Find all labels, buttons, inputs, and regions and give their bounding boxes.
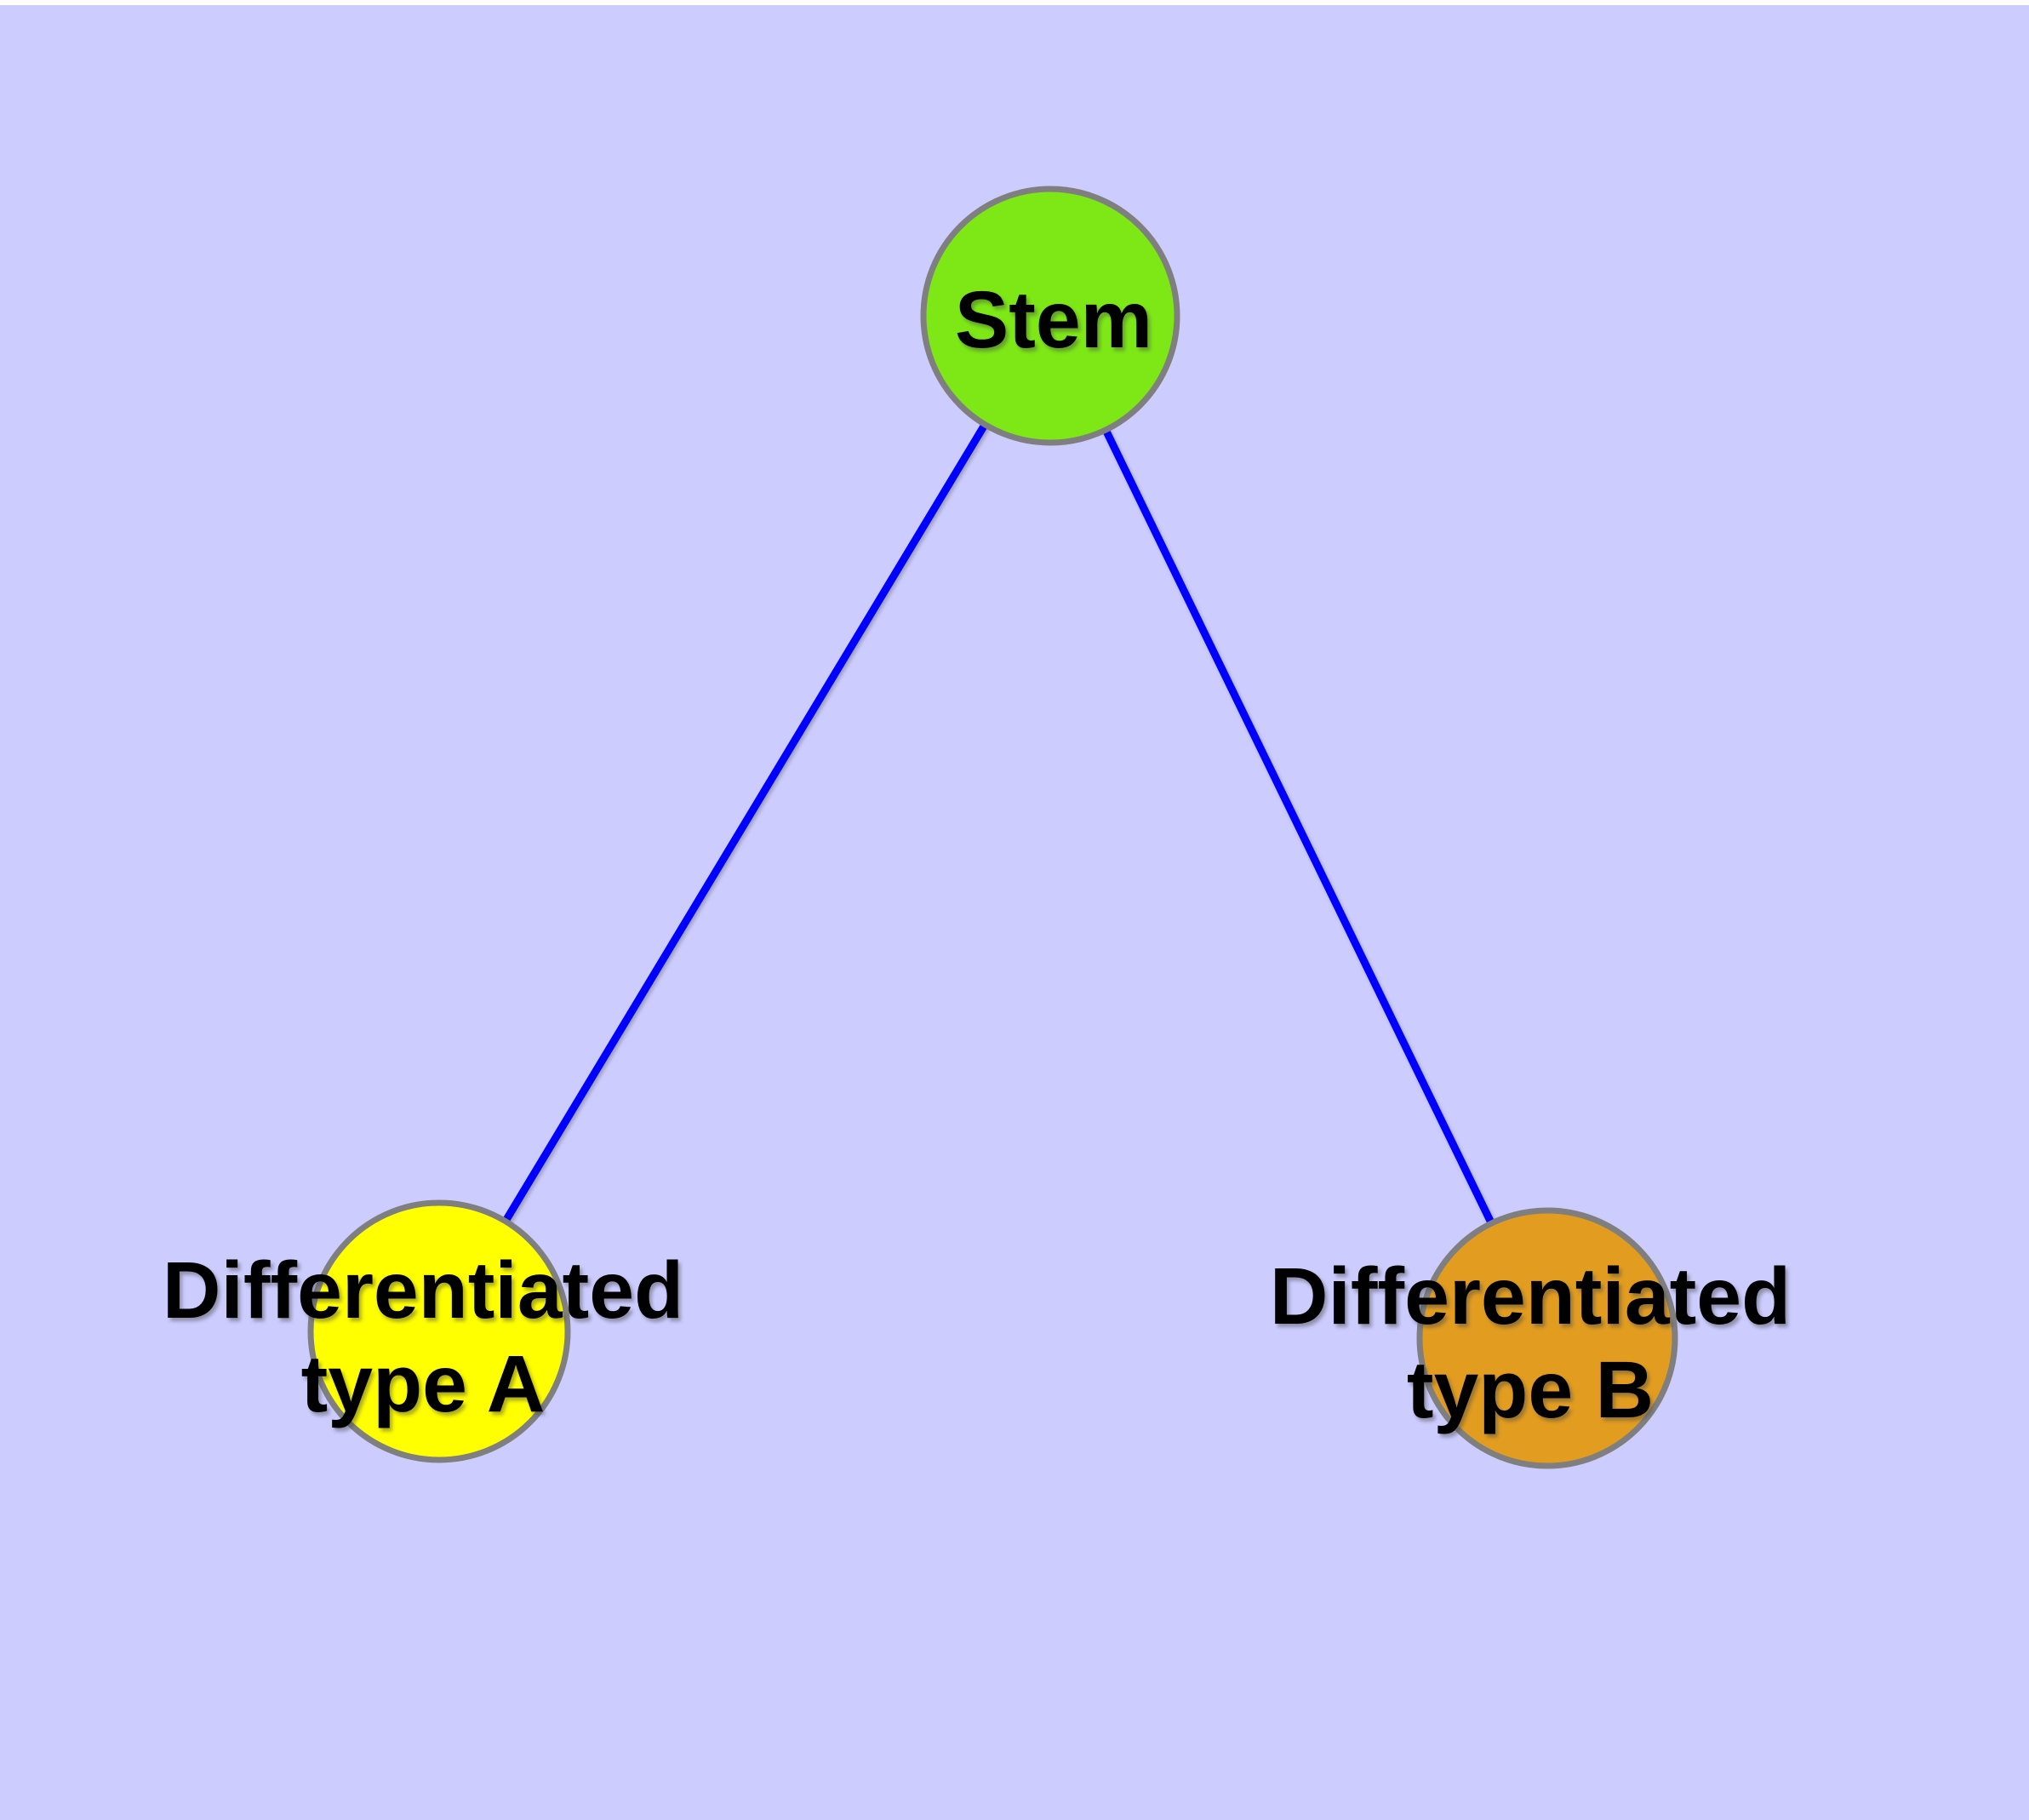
edges-layer (436, 313, 1552, 1340)
node-type-b-circle (1416, 1207, 1678, 1469)
node-stem-label: Stem (955, 275, 1152, 365)
edge-stem-to-type-b (1046, 314, 1552, 1340)
node-stem-circle (920, 186, 1180, 446)
node-type-b-label-line2: type B (1407, 1345, 1654, 1435)
node-type-a-circle (307, 1199, 571, 1463)
node-type-b-label-line1: Differentiated (1270, 1251, 1791, 1342)
edge-stem-to-type-a (436, 313, 1054, 1334)
node-type-a-label: Differentiated type A (163, 1245, 683, 1429)
node-type-a-label-line2: type A (301, 1339, 546, 1429)
node-type-a-label-line1: Differentiated (163, 1245, 683, 1336)
node-type-b-label: Differentiated type B (1270, 1251, 1791, 1435)
